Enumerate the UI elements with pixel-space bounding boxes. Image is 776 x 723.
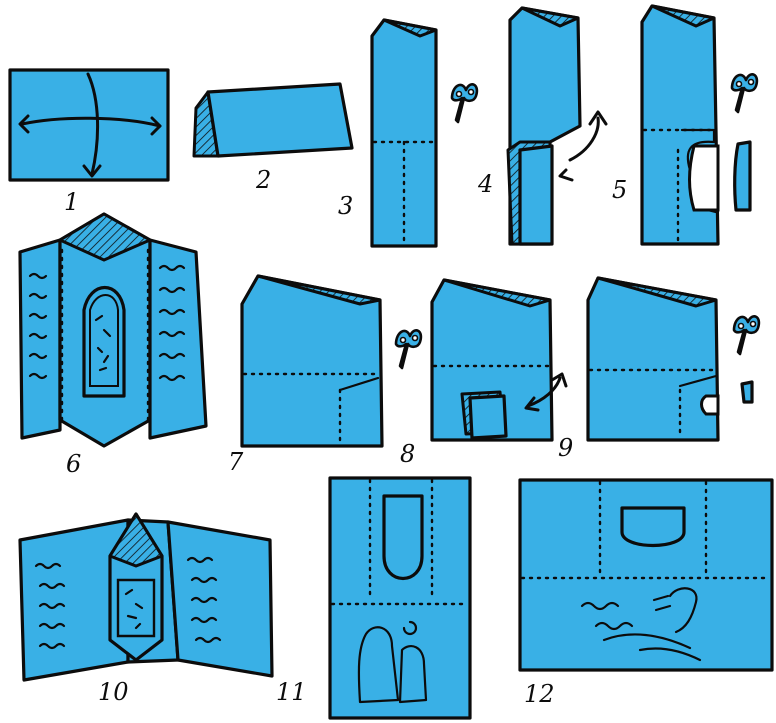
step-label-11: 11 xyxy=(276,678,307,706)
step-7-panel xyxy=(240,274,423,448)
step-label-4: 4 xyxy=(477,170,493,198)
step-11-sheet xyxy=(328,476,472,720)
step-1-sheet xyxy=(8,68,170,182)
step-8-panel xyxy=(430,278,568,442)
step-labels: 1 2 3 4 5 6 7 8 9 10 11 12 xyxy=(64,166,627,708)
step-9-panel xyxy=(586,276,761,442)
scissors-icon xyxy=(450,83,479,124)
step-3-panel xyxy=(370,18,479,248)
step-12-sheet xyxy=(518,478,774,672)
step-6-book xyxy=(18,212,208,448)
step-label-3: 3 xyxy=(338,192,353,220)
step-label-12: 12 xyxy=(524,680,555,708)
step-label-8: 8 xyxy=(400,440,415,468)
step-10-open-book xyxy=(18,512,274,682)
curved-arrow-icon xyxy=(568,116,600,162)
step-label-2: 2 xyxy=(255,166,271,194)
step-label-6: 6 xyxy=(66,450,81,478)
step-label-7: 7 xyxy=(228,448,244,476)
step-label-9: 9 xyxy=(558,434,573,462)
curved-arrow-icon xyxy=(526,376,562,408)
scissors-icon xyxy=(732,315,761,356)
step-label-10: 10 xyxy=(98,678,129,706)
scissors-icon xyxy=(394,329,423,370)
step-2-folded-strip xyxy=(192,82,354,158)
step-10-text-marks xyxy=(34,556,222,650)
step-label-1: 1 xyxy=(64,188,79,216)
step-12-sketch-marks xyxy=(580,587,702,662)
scissors-icon xyxy=(730,73,759,114)
step-4-panel xyxy=(506,6,608,246)
step-6-text-marks xyxy=(28,264,186,382)
step-5-panel xyxy=(640,4,759,246)
step-label-5: 5 xyxy=(612,176,627,204)
